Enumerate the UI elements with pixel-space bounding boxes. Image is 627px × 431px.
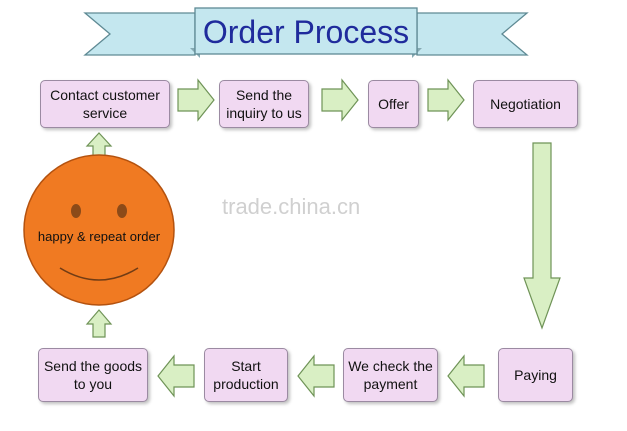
step-negotiation: Negotiation	[473, 80, 578, 128]
smiley-circle	[23, 154, 175, 306]
banner-right-tail	[416, 12, 529, 56]
step-contact-customer-service: Contact customer service	[40, 80, 170, 128]
title-banner	[83, 7, 529, 58]
step-start-production: Start production	[204, 348, 288, 402]
arrow-paying-to-check	[447, 354, 485, 398]
smiley-left-eye	[71, 204, 81, 218]
step-send-goods: Send the goods to you	[38, 348, 148, 402]
step-label: Contact customer service	[50, 87, 160, 121]
step-label: Send the goods to you	[43, 358, 143, 392]
banner-left-tail	[83, 12, 196, 56]
arrow-contact-to-inquiry	[177, 78, 215, 122]
arrow-production-to-goods	[157, 354, 195, 398]
smiley-mouth	[59, 267, 139, 281]
smiley-label: happy & repeat order	[37, 229, 161, 244]
step-offer: Offer	[368, 80, 419, 128]
watermark-text: trade.china.cn	[222, 194, 361, 219]
arrow-offer-to-negotiation	[427, 78, 465, 122]
step-send-inquiry: Send the inquiry to us	[219, 80, 309, 128]
smiley-right-eye	[117, 204, 127, 218]
banner-center	[194, 7, 418, 55]
smiley-face	[23, 154, 175, 306]
step-paying: Paying	[498, 348, 573, 402]
step-label: Start production	[213, 358, 279, 392]
step-label: Negotiation	[490, 96, 561, 112]
arrow-negotiation-to-paying	[523, 142, 561, 330]
step-label: Send the inquiry to us	[226, 87, 302, 121]
page-title: Order Process	[202, 13, 410, 50]
step-label: We check the payment	[348, 358, 433, 392]
arrow-check-to-production	[297, 354, 335, 398]
arrow-goods-to-smiley	[85, 309, 113, 338]
step-check-payment: We check the payment	[343, 348, 438, 402]
step-label: Offer	[378, 96, 409, 112]
step-label: Paying	[514, 367, 557, 383]
arrow-inquiry-to-offer	[321, 78, 359, 122]
